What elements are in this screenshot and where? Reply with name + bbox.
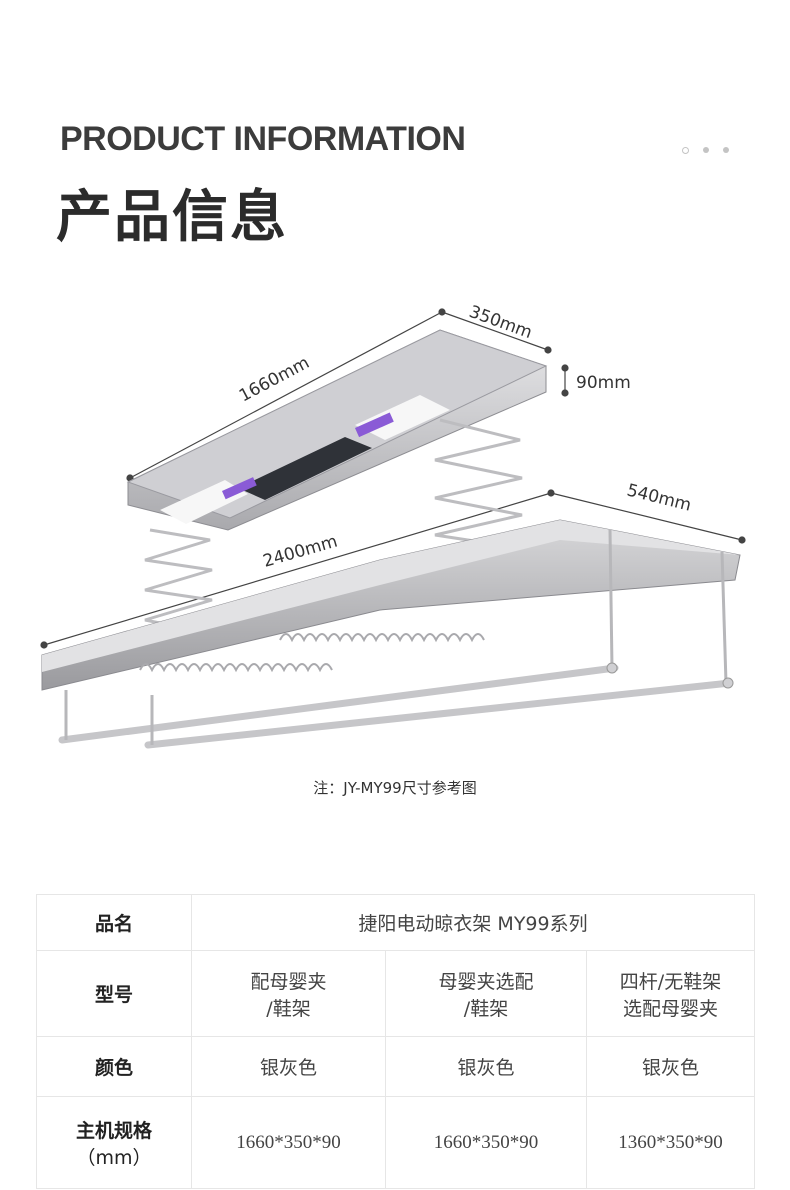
spec-value-model-2: 母婴夹选配 /鞋架 <box>385 950 587 1037</box>
spec-label-color: 颜色 <box>36 1036 192 1097</box>
scissor-arms <box>144 418 523 634</box>
dimension-lines <box>40 308 746 649</box>
table-row: 型号 配母婴夹 /鞋架 母婴夹选配 /鞋架 四杆/无鞋架 选配母婴夹 <box>36 950 755 1037</box>
dim-width-bottom: 540mm <box>625 480 693 515</box>
dim-width-top: 350mm <box>466 302 534 343</box>
heading-chinese: 产品信息 <box>56 185 288 250</box>
spec-value-size-3: 1360*350*90 <box>586 1096 755 1189</box>
drying-rack-frame <box>41 519 741 691</box>
size-label-line2: （mm） <box>76 1146 152 1169</box>
model-line: 母婴夹选配 <box>438 970 534 993</box>
spec-label-name: 品名 <box>36 894 192 951</box>
hanging-clips <box>139 633 485 673</box>
spec-label-size: 主机规格 （mm） <box>36 1096 192 1189</box>
dot-icon <box>703 147 709 153</box>
spec-value-size-1: 1660*350*90 <box>191 1096 386 1189</box>
product-illustration: 1660mm 350mm 90mm 2400mm 540mm <box>40 302 746 749</box>
dot-icon <box>682 147 689 154</box>
spec-value-color-1: 银灰色 <box>191 1036 386 1097</box>
heading-english: PRODUCT INFORMATION <box>60 120 466 158</box>
dot-icon <box>723 147 729 153</box>
model-line: 选配母婴夹 <box>622 997 718 1020</box>
size-label-line1: 主机规格 <box>75 1119 152 1142</box>
spec-value-name: 捷阳电动晾衣架 MY99系列 <box>191 894 755 951</box>
model-line: 四杆/无鞋架 <box>619 970 722 993</box>
spec-value-size-2: 1660*350*90 <box>385 1096 587 1189</box>
spec-value-model-3: 四杆/无鞋架 选配母婴夹 <box>586 950 755 1037</box>
model-line: /鞋架 <box>463 997 509 1020</box>
spec-label-model: 型号 <box>36 950 192 1037</box>
table-row: 颜色 银灰色 银灰色 银灰色 <box>36 1036 755 1097</box>
spec-table: 品名 捷阳电动晾衣架 MY99系列 型号 配母婴夹 /鞋架 母婴夹选配 /鞋架 … <box>36 894 755 1189</box>
spec-value-color-3: 银灰色 <box>586 1036 755 1097</box>
figure-caption: 注：JY-MY99尺寸参考图 <box>313 779 477 797</box>
drying-rods <box>58 529 734 749</box>
dim-length-bottom: 2400mm <box>261 532 340 572</box>
motor-housing <box>126 329 548 531</box>
table-row: 品名 捷阳电动晾衣架 MY99系列 <box>36 894 755 951</box>
dim-height-top: 90mm <box>576 373 631 393</box>
model-line: /鞋架 <box>266 997 311 1020</box>
decorative-dots <box>682 147 729 154</box>
spec-value-model-1: 配母婴夹 /鞋架 <box>191 950 386 1037</box>
table-row: 主机规格 （mm） 1660*350*90 1660*350*90 1360*3… <box>36 1096 755 1189</box>
spec-value-color-2: 银灰色 <box>385 1036 587 1097</box>
model-line: 配母婴夹 <box>250 970 327 993</box>
